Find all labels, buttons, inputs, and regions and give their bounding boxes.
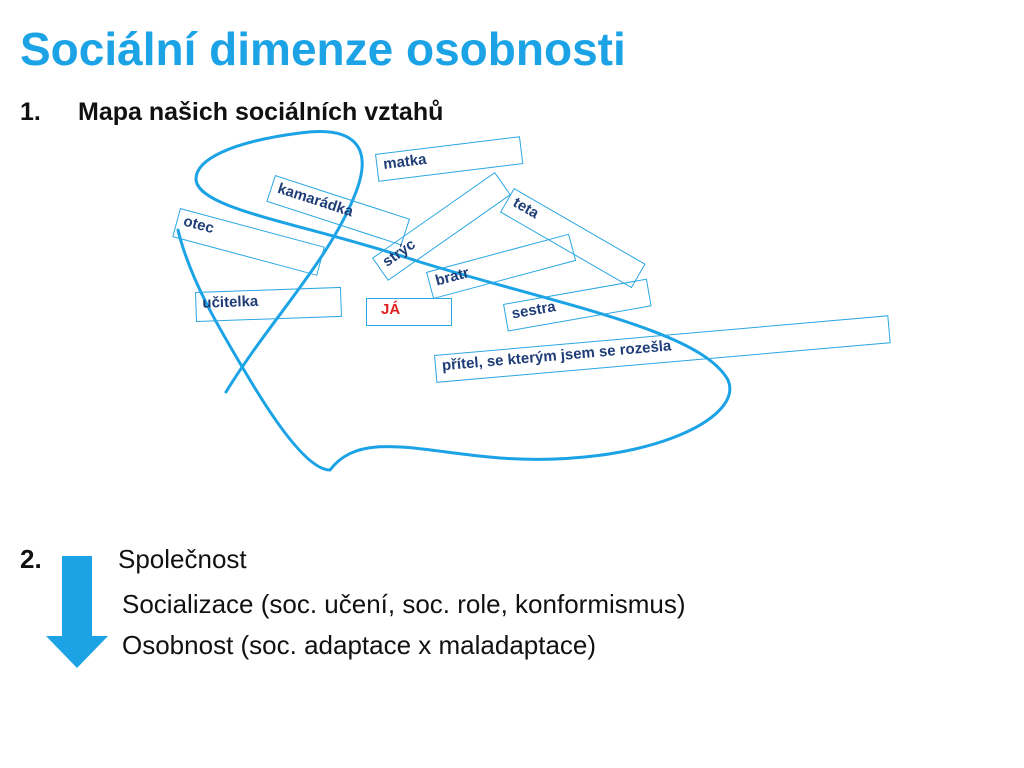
- loop-curve: [176, 130, 732, 472]
- point-1-heading: 1. Mapa našich sociálních vztahů: [20, 98, 443, 127]
- point-2-number: 2.: [20, 544, 42, 574]
- slide-title: Sociální dimenze osobnosti: [20, 23, 626, 75]
- point-1-number: 1.: [20, 98, 41, 126]
- point-2-line-1: Společnost: [118, 544, 247, 574]
- point-2-line-3: Osobnost (soc. adaptace x maladaptace): [122, 630, 597, 660]
- point-1-text: Mapa našich sociálních vztahů: [78, 98, 444, 126]
- label-ja: JÁ: [366, 298, 452, 326]
- point-2-line-2: Socializace (soc. učení, soc. role, konf…: [122, 589, 686, 619]
